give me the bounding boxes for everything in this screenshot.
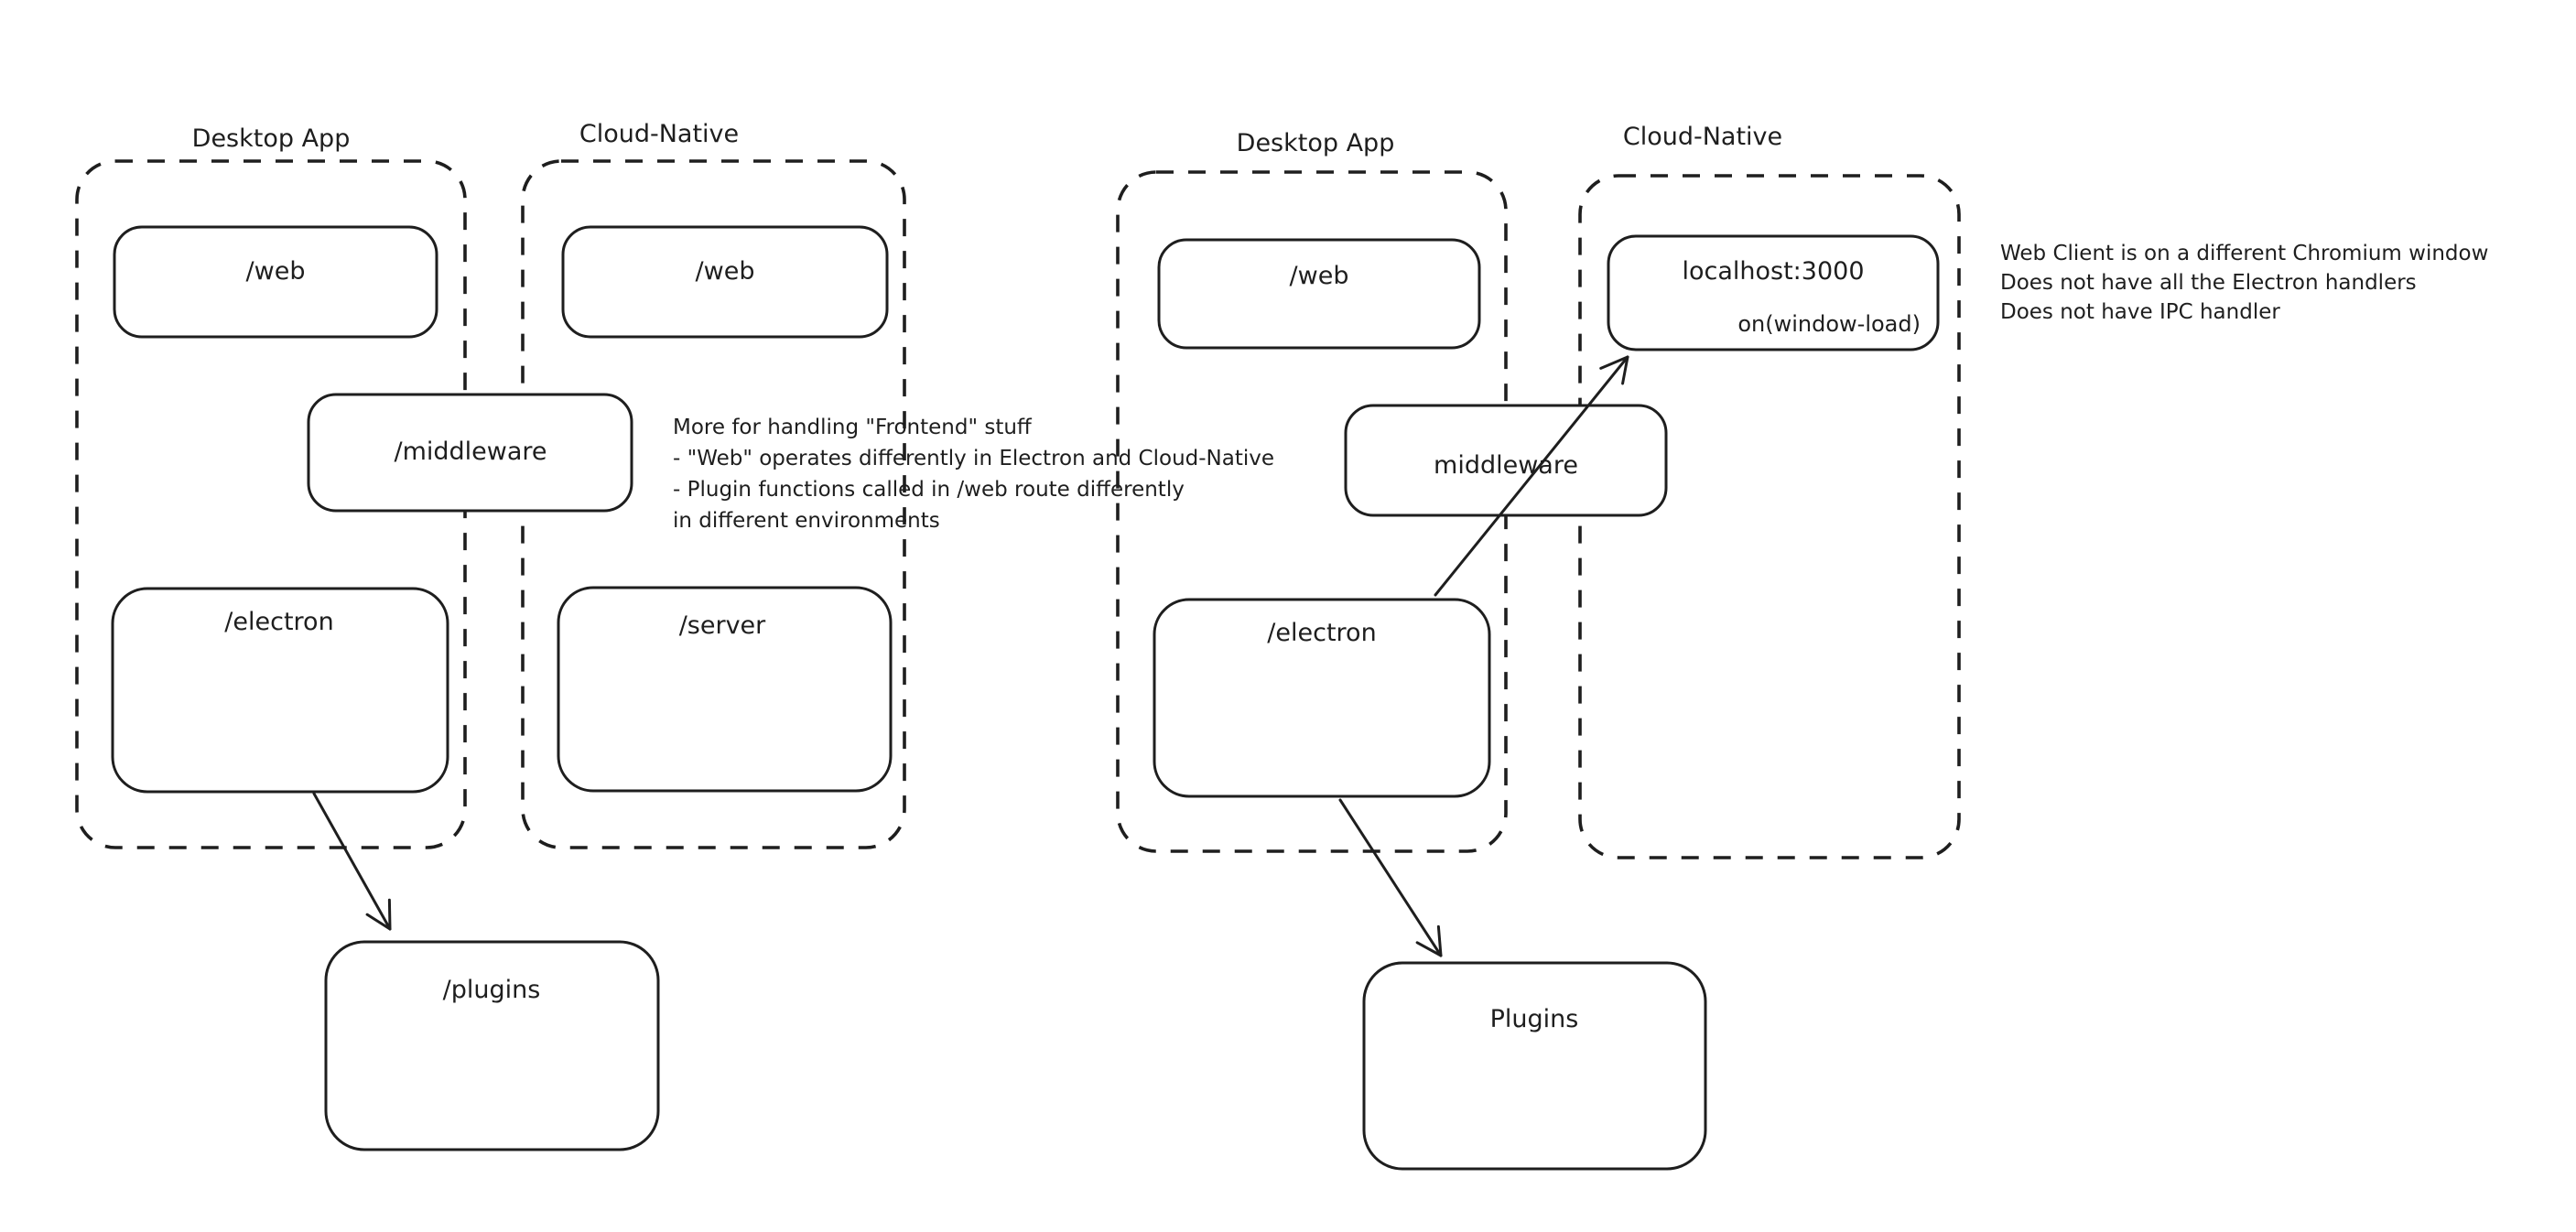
left-desktop-web-box[interactable] <box>113 225 438 339</box>
right-electron-node[interactable]: /electron <box>1153 598 1491 798</box>
left-green-note-line-3[interactable]: - Plugin functions called in /web route … <box>673 478 1185 502</box>
right-electron-box[interactable] <box>1153 598 1491 798</box>
left-server-label[interactable]: /server <box>679 611 766 640</box>
right-desktop-container[interactable] <box>1116 170 1508 853</box>
right-localhost-label[interactable]: localhost:3000 <box>1682 257 1864 286</box>
right-plugins-label[interactable]: Plugins <box>1490 1005 1579 1033</box>
left-cloud-web-label[interactable]: /web <box>696 257 755 286</box>
left-plugins-node[interactable]: /plugins <box>324 940 660 1151</box>
left-server-node[interactable]: /server <box>557 586 893 793</box>
right-window-load-label[interactable]: on(window-load) <box>1737 311 1921 337</box>
right-diagram: Desktop App Cloud-Native /web localhost:… <box>1116 123 2488 1171</box>
left-electron-label[interactable]: /electron <box>224 608 333 636</box>
right-red-note-line-3[interactable]: Does not have IPC handler <box>2000 300 2280 324</box>
right-red-note[interactable]: Web Client is on a different Chromium wi… <box>2000 242 2488 324</box>
left-server-box[interactable] <box>557 586 893 793</box>
right-middleware-box[interactable] <box>1344 404 1668 517</box>
left-middleware-box[interactable] <box>307 393 633 513</box>
left-desktop-title[interactable]: Desktop App <box>192 124 351 153</box>
right-desktop-web-label[interactable]: /web <box>1290 262 1349 290</box>
left-cloud-web-node[interactable]: /web <box>561 225 889 339</box>
left-electron-to-plugins-arrow[interactable] <box>312 792 392 931</box>
left-middleware-label[interactable]: /middleware <box>394 438 547 466</box>
left-green-note-line-1[interactable]: More for handling "Frontend" stuff <box>673 416 1033 439</box>
left-electron-box[interactable] <box>111 587 449 794</box>
left-green-note-line-4[interactable]: in different environments <box>673 509 940 533</box>
right-electron-to-plugins-arrow[interactable] <box>1338 798 1443 957</box>
left-green-note-line-2[interactable]: - "Web" operates differently in Electron… <box>673 447 1274 470</box>
left-plugins-label[interactable]: /plugins <box>443 976 541 1004</box>
left-cloud-web-box[interactable] <box>561 225 889 339</box>
left-diagram: Desktop App Cloud-Native /web /web /midd… <box>75 120 1274 1151</box>
right-localhost-box[interactable] <box>1607 234 1940 351</box>
left-cloud-title[interactable]: Cloud-Native <box>579 120 739 148</box>
right-cloud-title[interactable]: Cloud-Native <box>1623 123 1782 151</box>
left-electron-node[interactable]: /electron <box>111 587 449 794</box>
left-desktop-web-label[interactable]: /web <box>246 257 306 286</box>
right-localhost-node[interactable]: localhost:3000 on(window-load) <box>1607 234 1940 351</box>
right-electron-to-localhost-arrow[interactable] <box>1434 355 1629 597</box>
right-middleware-node[interactable]: middleware <box>1344 404 1668 517</box>
right-middleware-label[interactable]: middleware <box>1434 451 1578 480</box>
left-desktop-web-node[interactable]: /web <box>113 225 438 339</box>
right-desktop-web-node[interactable]: /web <box>1157 238 1481 350</box>
right-plugins-box[interactable] <box>1362 961 1707 1171</box>
right-red-note-line-1[interactable]: Web Client is on a different Chromium wi… <box>2000 242 2488 265</box>
right-desktop-web-box[interactable] <box>1157 238 1481 350</box>
right-desktop-title[interactable]: Desktop App <box>1237 129 1395 157</box>
left-green-note[interactable]: More for handling "Frontend" stuff - "We… <box>673 416 1274 533</box>
right-electron-label[interactable]: /electron <box>1267 619 1376 647</box>
right-red-note-line-2[interactable]: Does not have all the Electron handlers <box>2000 271 2417 295</box>
left-middleware-node[interactable]: /middleware <box>307 393 633 513</box>
left-plugins-box[interactable] <box>324 940 660 1151</box>
right-plugins-node[interactable]: Plugins <box>1362 961 1707 1171</box>
